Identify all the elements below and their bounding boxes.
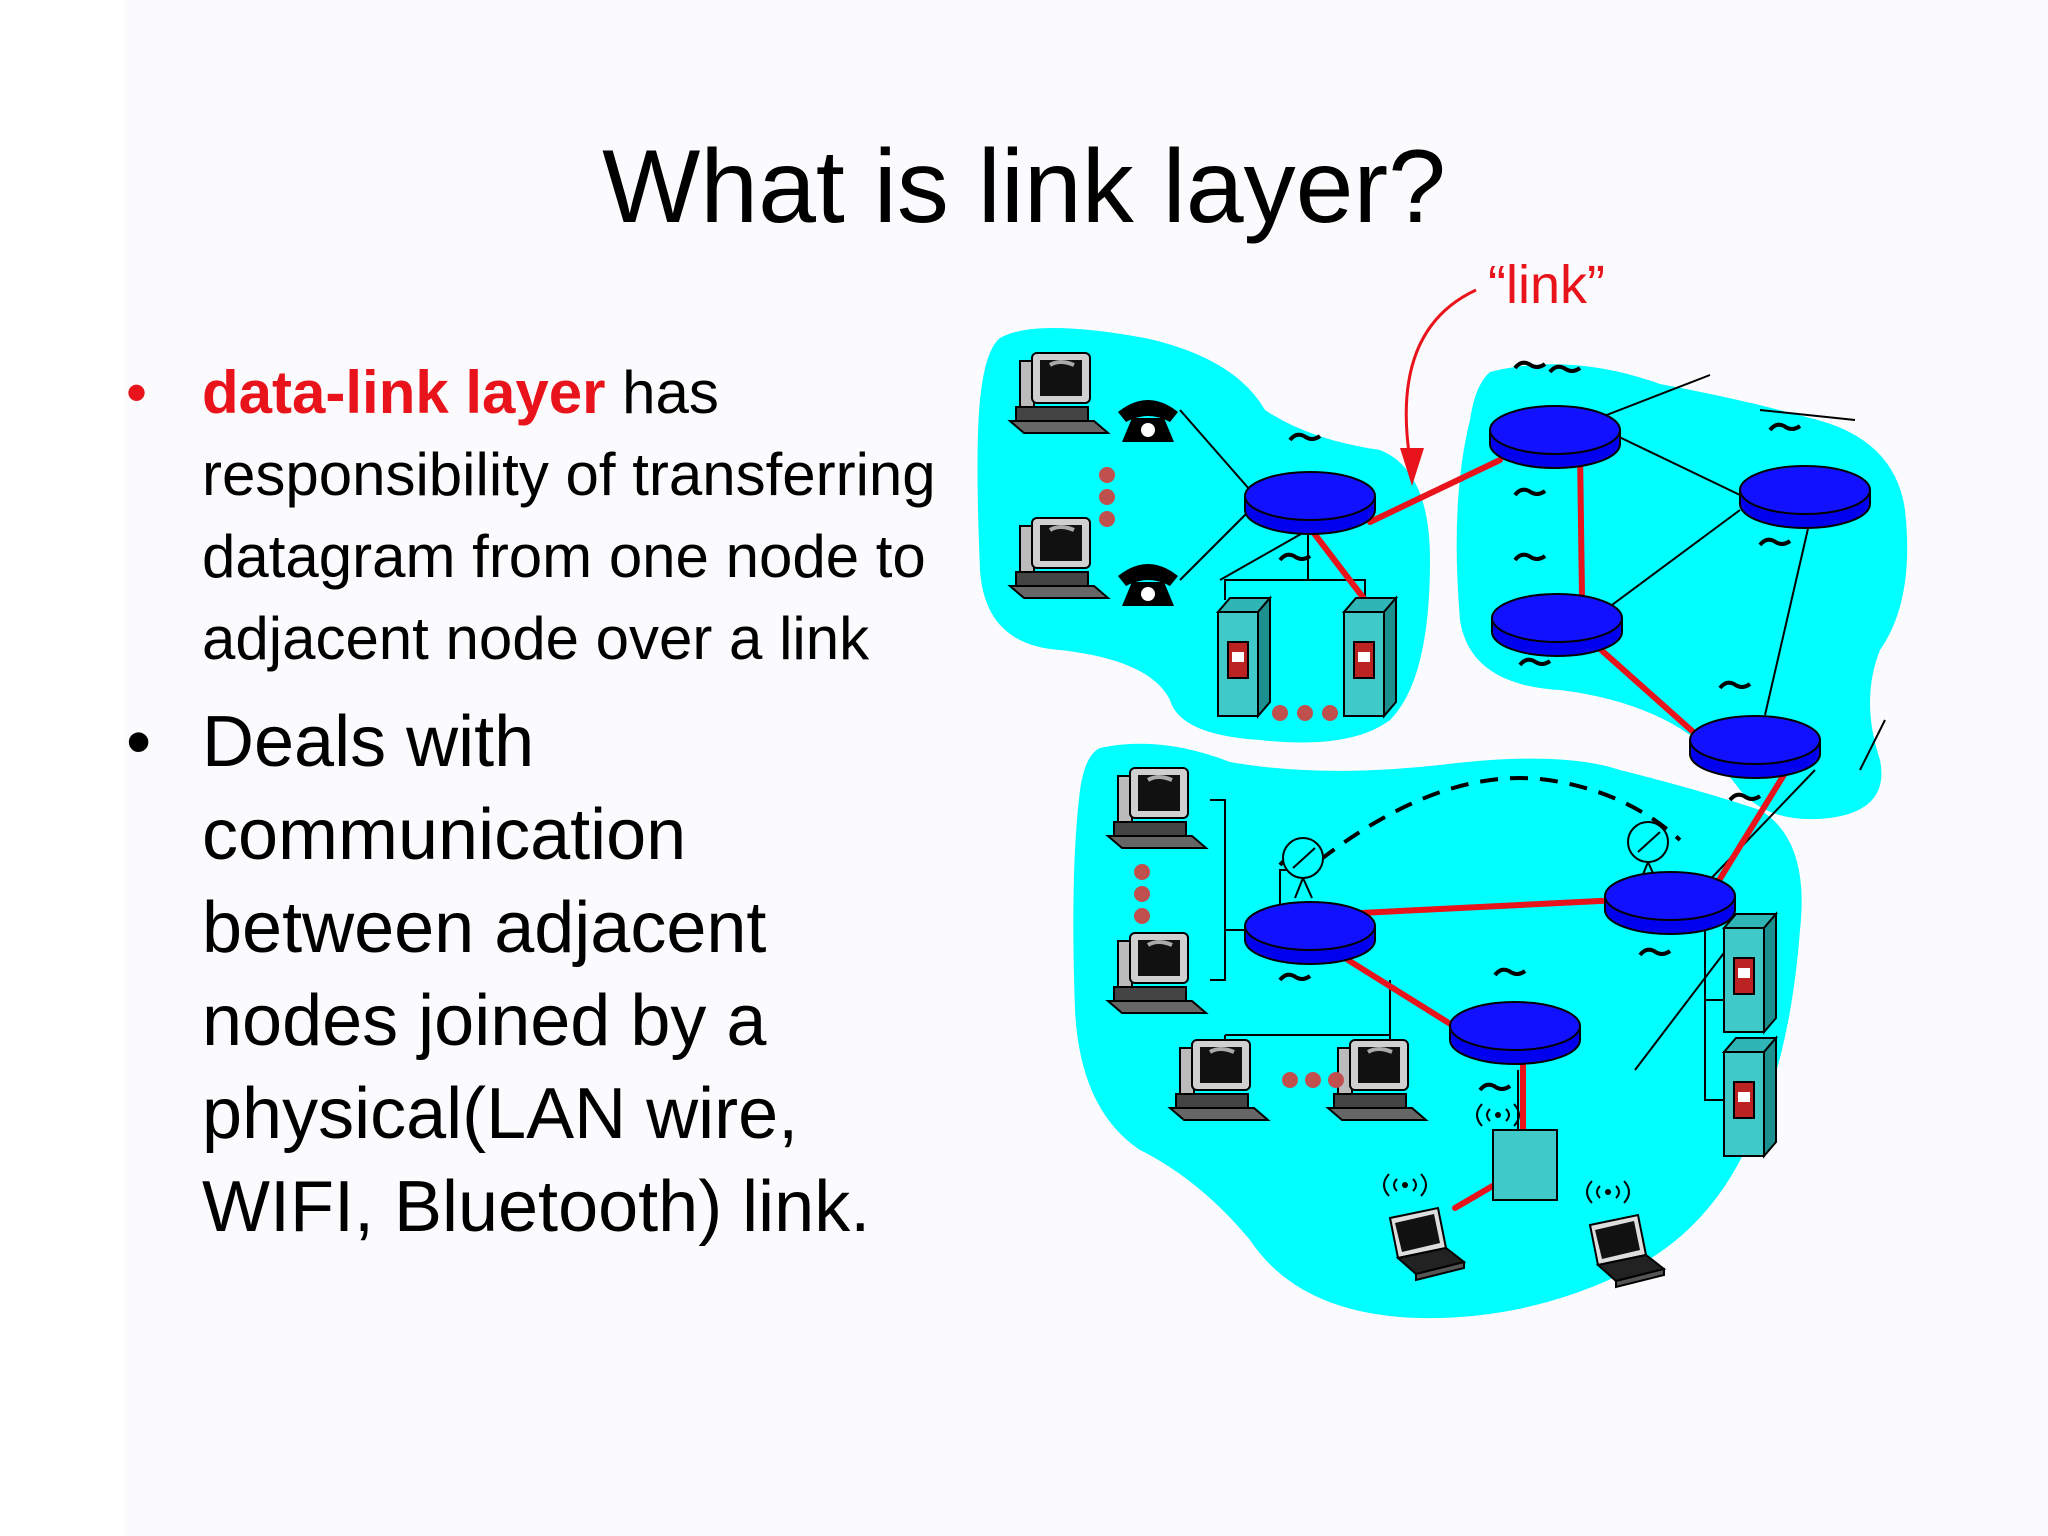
- bullet-item-1: • data-link layer has responsibility of …: [118, 352, 978, 680]
- router-icon: [1739, 465, 1871, 529]
- router-icon: [1604, 871, 1736, 935]
- bullet-list: • data-link layer has responsibility of …: [118, 352, 978, 1254]
- access-point-icon: [1492, 1129, 1558, 1201]
- bullet-2-text: Deals with communication between adjacen…: [202, 702, 871, 1247]
- link-label-arrowhead: [1400, 448, 1424, 486]
- router-icon: [1449, 1001, 1581, 1065]
- server-icon: [1343, 597, 1397, 717]
- bullet-item-2: • Deals with communication between adjac…: [118, 696, 978, 1254]
- network-diagram: [977, 288, 1908, 1319]
- highlight-term: data-link layer: [202, 359, 606, 426]
- telephone-icon: [1118, 400, 1178, 442]
- ellipsis-dots: [1099, 467, 1344, 1088]
- link-label: “link”: [1488, 255, 1605, 315]
- server-icon: [1723, 913, 1777, 1033]
- server-icon: [1723, 1037, 1777, 1157]
- router-icon: [1491, 593, 1623, 657]
- link-label-arrow: [1404, 288, 1477, 461]
- router-icon: [1244, 471, 1376, 535]
- bullet-1-text: has responsibility of transferring datag…: [202, 359, 936, 672]
- telephone-icon: [1118, 564, 1178, 606]
- bullet-dot: •: [126, 359, 148, 426]
- slide-title: What is link layer?: [602, 129, 1446, 245]
- satellite-dish-icon: [1282, 821, 1669, 899]
- server-icon: [1217, 597, 1271, 717]
- router-icon: [1489, 405, 1621, 469]
- dashed-link: [1318, 776, 1682, 862]
- router-icon: [1244, 901, 1376, 965]
- router-icon: [1689, 715, 1821, 779]
- bullet-dot: •: [126, 702, 152, 782]
